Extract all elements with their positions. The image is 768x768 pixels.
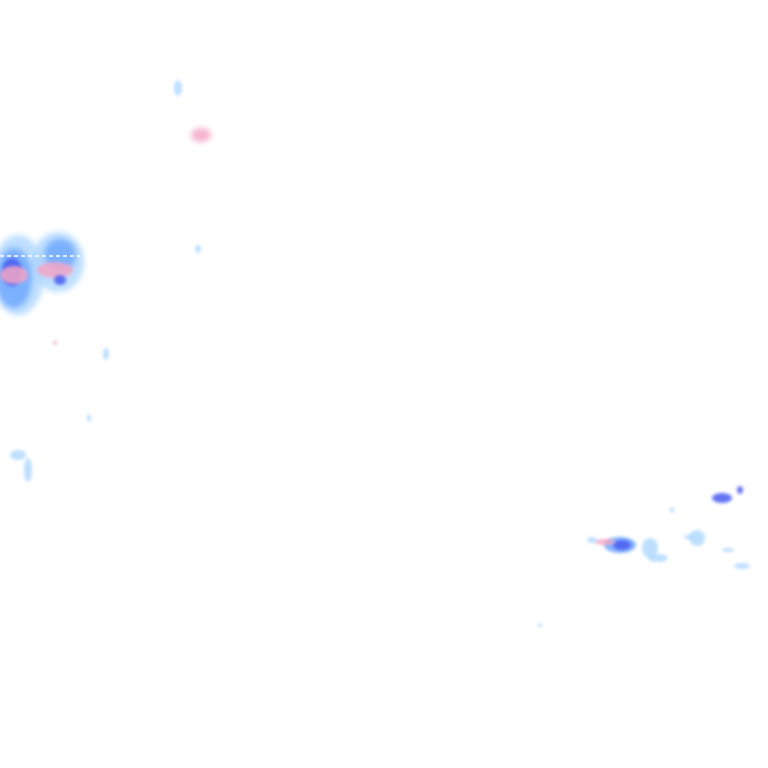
precipitation-echo-mixed <box>0 266 28 284</box>
precipitation-echo-light <box>103 348 109 360</box>
precipitation-echo-light <box>538 623 542 627</box>
precipitation-echo-light <box>587 537 597 543</box>
precipitation-echo-light <box>648 554 668 562</box>
precipitation-echo-heavy <box>712 493 732 503</box>
precipitation-echo-light <box>87 414 91 422</box>
precipitation-echo-heavy <box>613 540 631 550</box>
precipitation-echo-heavy <box>737 486 743 494</box>
precipitation-echo-light <box>684 535 694 539</box>
precipitation-echo-mixed <box>595 539 615 545</box>
precipitation-echo-light <box>24 458 32 482</box>
precipitation-echo-light <box>689 530 705 546</box>
precipitation-echo-mixed <box>53 341 57 345</box>
precipitation-echo-light <box>722 548 734 552</box>
precipitation-echo-heavy <box>54 275 66 285</box>
precipitation-echo-light <box>174 80 182 96</box>
precipitation-echo-mixed <box>191 128 211 142</box>
precipitation-echo-light <box>195 245 201 253</box>
precipitation-echo-light <box>10 450 26 460</box>
precipitation-echo-mixed <box>37 262 73 278</box>
precipitation-echo-light <box>670 507 674 513</box>
precipitation-echo-light <box>734 563 750 569</box>
precipitation-echo-light <box>642 538 658 558</box>
